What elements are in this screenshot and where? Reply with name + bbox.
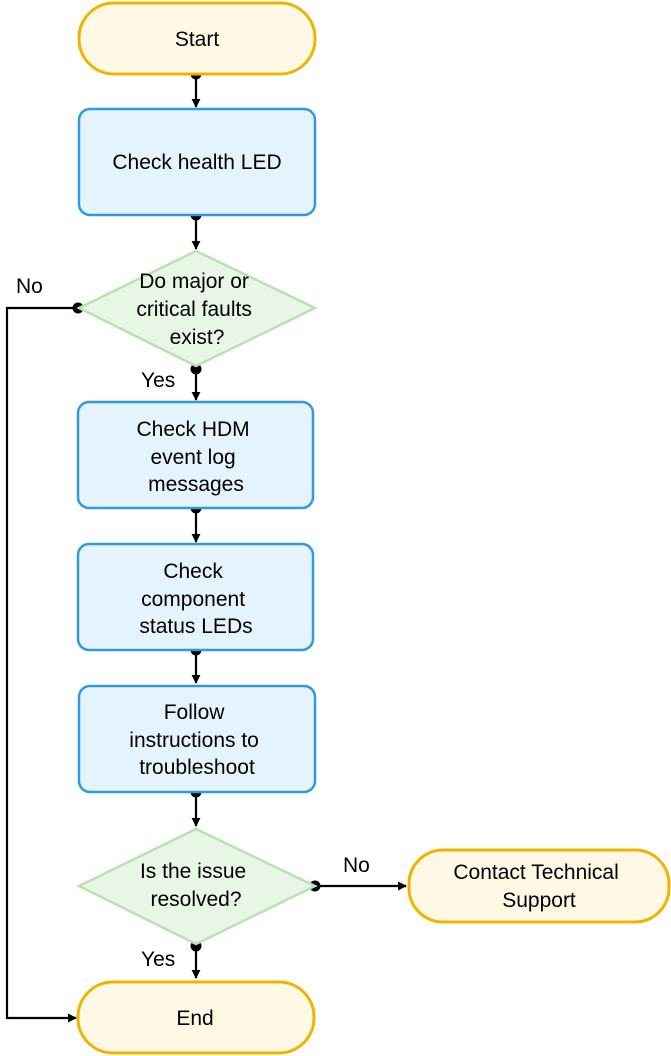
node-follow-instructions-label: Follow instructions to troubleshoot xyxy=(129,701,264,779)
node-decision-faults-label: Do major or critical faults exist? xyxy=(136,270,257,349)
node-contact-support: Contact Technical Support xyxy=(407,848,671,924)
node-follow-instructions: Follow instructions to troubleshoot xyxy=(77,684,317,794)
connector-faults-no xyxy=(5,302,84,1023)
connector-resolved-yes xyxy=(190,940,202,979)
node-decision-faults: Do major or critical faults exist? xyxy=(76,249,318,368)
node-decision-resolved: Is the issue resolved? xyxy=(76,827,318,946)
node-start-label: Start xyxy=(175,28,220,51)
node-start: Start xyxy=(77,1,317,76)
node-check-health-led: Check health LED xyxy=(77,107,317,217)
connector-faults-yes xyxy=(190,363,202,401)
connector-resolved-no xyxy=(309,880,407,892)
node-check-health-led-label: Check health LED xyxy=(112,151,281,174)
node-check-hdm-log-label: Check HDM event log messages xyxy=(136,418,255,496)
edge-label-resolved-no: No xyxy=(343,854,370,877)
node-check-component-leds-label: Check component status LEDs xyxy=(139,560,252,638)
node-end-label: End xyxy=(176,1007,213,1030)
node-contact-support-label: Contact Technical Support xyxy=(453,861,624,912)
node-check-component-leds: Check component status LEDs xyxy=(76,542,315,652)
edge-label-resolved-yes: Yes xyxy=(141,948,175,971)
node-decision-resolved-label: Is the issue resolved? xyxy=(140,860,252,911)
edge-label-faults-yes: Yes xyxy=(141,369,175,392)
node-check-hdm-log: Check HDM event log messages xyxy=(76,400,315,510)
node-end: End xyxy=(76,980,316,1055)
edge-label-faults-no: No xyxy=(16,275,43,298)
